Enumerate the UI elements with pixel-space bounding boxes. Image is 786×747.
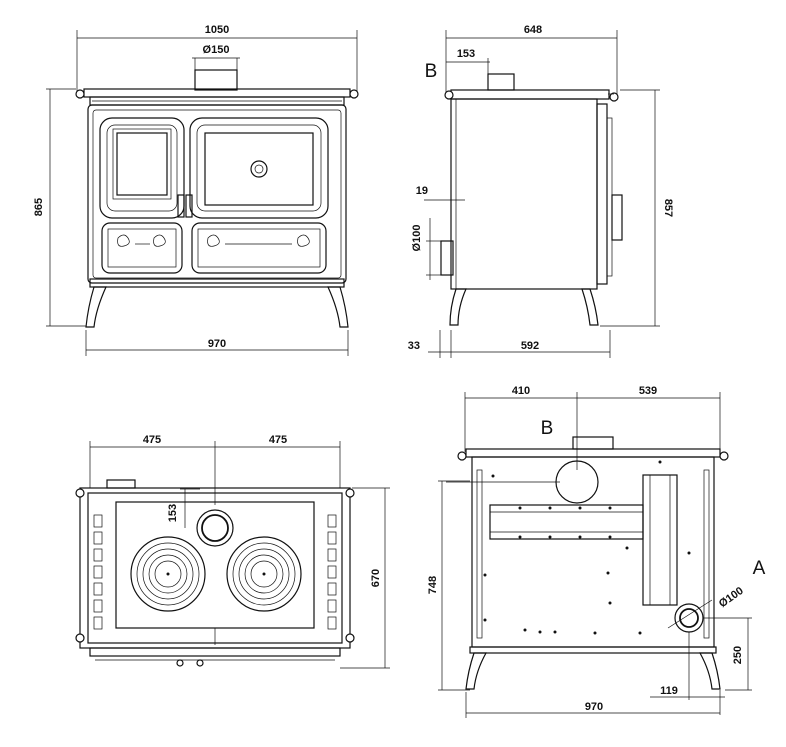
top-flue-offset-label: 153: [167, 504, 179, 522]
top-half-left-label: 475: [143, 434, 161, 446]
side-view: 648 153 B 19 Ø100 857: [408, 24, 674, 358]
rear-view: 410 539 B: [427, 385, 766, 718]
side-depth-label: 648: [524, 24, 542, 36]
front-view: 1050 Ø150: [33, 24, 359, 356]
side-label-b: B: [425, 61, 438, 82]
front-flue-label: Ø150: [203, 44, 230, 56]
rear-left-label: 410: [512, 385, 530, 397]
rear-width-label: 970: [585, 701, 603, 713]
top-half-right-label: 475: [269, 434, 287, 446]
left-hotplate: [130, 536, 206, 612]
front-width-top-label: 1050: [205, 24, 229, 36]
top-depth-label: 670: [370, 569, 382, 587]
side-offset-19-label: 19: [416, 185, 428, 197]
side-flue-offset-label: 153: [457, 48, 475, 60]
front-width-bottom-label: 970: [208, 338, 226, 350]
side-leg-offset-label: 33: [408, 340, 420, 352]
rear-right-label: 539: [639, 385, 657, 397]
side-inlet-label: Ø100: [411, 225, 423, 252]
rear-height-label: 748: [427, 576, 439, 594]
side-leg-span-label: 592: [521, 340, 539, 352]
rear-inlet-offset-label: 119: [660, 685, 678, 697]
side-height-label: 857: [662, 199, 674, 217]
right-hotplate: [226, 536, 302, 612]
rear-inlet-label: Ø100: [717, 585, 746, 610]
front-height-label: 865: [33, 198, 45, 216]
top-view: 475 475 153: [75, 434, 390, 669]
rear-inlet-height-label: 250: [732, 646, 744, 664]
rear-label-a: A: [753, 558, 766, 579]
rear-label-b: B: [541, 418, 554, 439]
